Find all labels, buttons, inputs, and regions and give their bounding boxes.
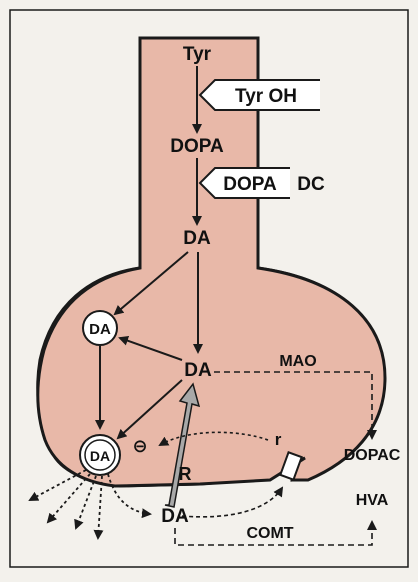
da-vesicle-label: DA: [89, 321, 111, 338]
synaptic-da-to-autoreceptor: [182, 488, 282, 517]
dopa-dc-suffix-label: DC: [297, 174, 325, 195]
dopac-label: DOPAC: [344, 447, 401, 464]
inhibition-sign: ⊖: [132, 436, 147, 456]
da-stalk-label: DA: [183, 228, 211, 249]
mao-label: MAO: [279, 353, 316, 370]
hva-label: HVA: [356, 492, 389, 509]
comt-label: COMT: [246, 525, 293, 542]
da-release-label: DA: [90, 448, 110, 464]
da-cytoplasm-label: DA: [184, 360, 212, 381]
autoreceptor-label: r: [275, 430, 282, 449]
tyr-label: Tyr: [183, 44, 212, 65]
dopa-dc-enzyme-label: DOPA: [223, 174, 277, 195]
dopa-label: DOPA: [170, 136, 224, 157]
tyr-oh-label: Tyr OH: [235, 86, 297, 107]
receptor-r-label: R: [179, 464, 192, 484]
da-synapse-label: DA: [161, 506, 189, 527]
